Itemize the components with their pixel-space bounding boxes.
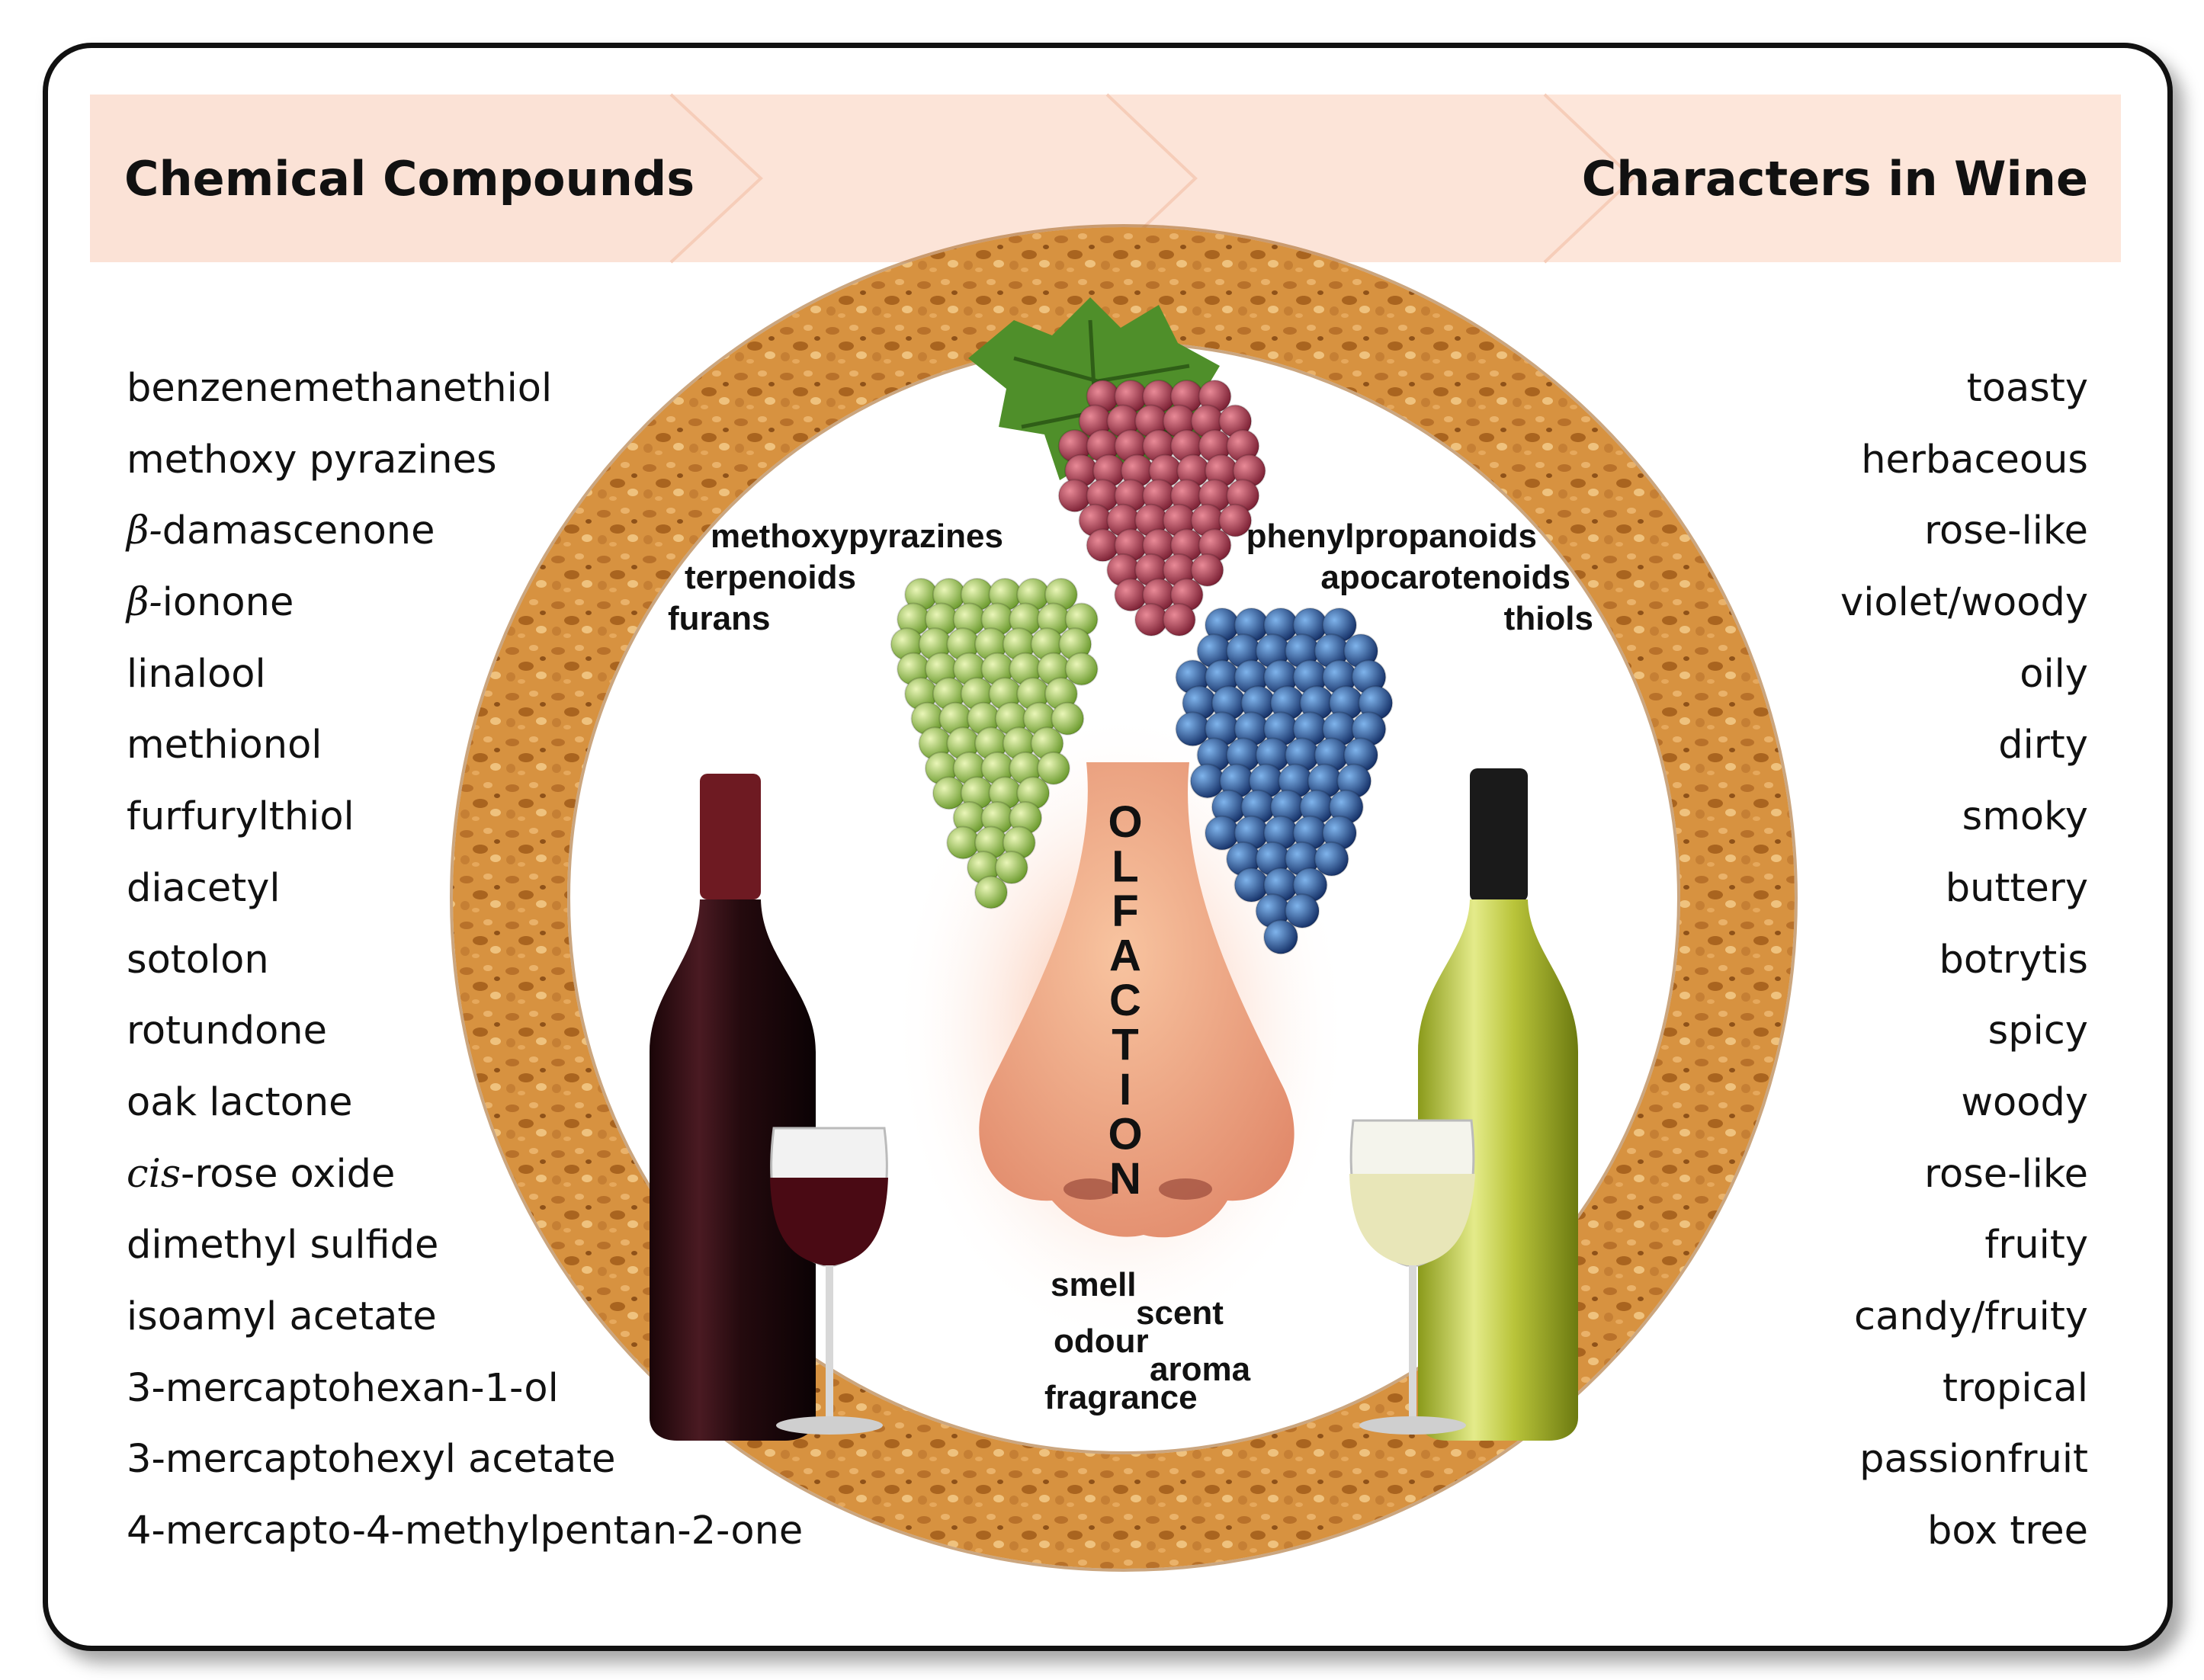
- compound-name: oak lactone: [127, 1079, 353, 1125]
- sense-scent: scent: [1136, 1294, 1224, 1332]
- compound-name: 4-mercapto-4-methylpentan-2-one: [127, 1508, 804, 1553]
- character-item: fruity: [1984, 1223, 2088, 1268]
- compound-item: oak lactone: [127, 1067, 935, 1139]
- compound-item: furfurylthiol: [127, 781, 935, 853]
- class-apocarotenoids: apocarotenoids: [1320, 559, 1570, 596]
- character-item: toasty: [1966, 366, 2088, 411]
- character-item: dirty: [1998, 723, 2088, 768]
- character-list: toasty herbaceous rose-like violet/woody oil…: [1631, 353, 2088, 1567]
- red-wine-bottle-icon: [650, 774, 816, 1441]
- character-item: herbaceous: [1861, 437, 2088, 483]
- character-item: tropical: [1942, 1365, 2088, 1411]
- compound-item: methoxy pyrazines: [127, 425, 935, 496]
- compound-name: methoxy pyrazines: [127, 437, 497, 483]
- compound-item: 4-mercapto-4-methylpentan-2-one: [127, 1496, 935, 1567]
- compound-item: cis-rose oxide: [127, 1139, 935, 1210]
- compound-item: linalool: [127, 639, 935, 710]
- compound-item: 3-mercaptohexyl acetate: [127, 1424, 935, 1496]
- character-item: violet/woody: [1840, 580, 2088, 626]
- cork-ring: [453, 227, 1795, 1569]
- red-grape-cluster-icon: [1057, 380, 1266, 636]
- class-terpenoids: terpenoids: [685, 559, 856, 596]
- compound-name: sotolon: [127, 937, 269, 983]
- compound-name: 3-mercaptohexan-1-ol: [127, 1365, 559, 1411]
- compound-name: dimethyl sulfide: [127, 1223, 439, 1268]
- compound-item: isoamyl acetate: [127, 1281, 935, 1353]
- compound-item: rotundone: [127, 995, 935, 1067]
- compound-name: methionol: [127, 723, 322, 768]
- sense-smell: smell: [1051, 1266, 1137, 1303]
- compound-name: isoamyl acetate: [127, 1294, 437, 1339]
- compound-item: 3-mercaptohexan-1-ol: [127, 1353, 935, 1425]
- compound-item: β-ionone: [127, 567, 935, 639]
- green-grape-cluster-icon: [890, 578, 1099, 909]
- compound-list: benzenemethanethiol methoxy pyrazines β-da…: [127, 353, 935, 1567]
- white-wine-glass-icon: [1349, 1119, 1475, 1435]
- compound-item: methionol: [127, 710, 935, 781]
- compound-item: benzenemethanethiol: [127, 353, 935, 425]
- sense-fragrance: fragrance: [1044, 1379, 1198, 1416]
- compound-prefix: cis: [127, 1151, 181, 1197]
- compound-name: linalool: [127, 651, 266, 697]
- header-chemical-compounds: Chemical Compounds: [124, 151, 695, 207]
- character-item: candy/fruity: [1854, 1294, 2088, 1339]
- character-item: passionfruit: [1859, 1437, 2088, 1483]
- nose-icon: [979, 762, 1294, 1238]
- compound-item: dimethyl sulfide: [127, 1210, 935, 1281]
- character-item: rose-like: [1924, 508, 2088, 554]
- sense-aroma: aroma: [1150, 1351, 1251, 1388]
- compound-name: rotundone: [127, 1008, 327, 1054]
- red-wine-glass-icon: [770, 1127, 888, 1435]
- compound-prefix: β-: [127, 508, 162, 554]
- class-phenylpropanoids: phenylpropanoids: [1246, 518, 1537, 555]
- character-item: woody: [1961, 1079, 2088, 1125]
- sense-odour: odour: [1054, 1323, 1149, 1360]
- character-item: buttery: [1945, 865, 2088, 911]
- class-methoxypyrazines: methoxypyrazines: [711, 518, 1003, 555]
- compound-prefix: β-: [127, 580, 162, 626]
- compound-name: 3-mercaptohexyl acetate: [127, 1437, 616, 1483]
- header-characters-in-wine: Characters in Wine: [1581, 151, 2088, 207]
- character-item: botrytis: [1939, 937, 2088, 983]
- class-thiols: thiols: [1504, 600, 1593, 637]
- compound-name: furfurylthiol: [127, 794, 355, 840]
- compound-name: diacetyl: [127, 865, 281, 911]
- character-item: rose-like: [1924, 1151, 2088, 1197]
- class-furans: furans: [668, 600, 770, 637]
- compound-name: ionone: [162, 580, 294, 626]
- compound-name: damascenone: [162, 508, 435, 554]
- compound-name: -rose oxide: [181, 1151, 396, 1197]
- character-item: box tree: [1927, 1508, 2088, 1553]
- blue-grape-cluster-icon: [1175, 608, 1394, 955]
- character-item: oily: [2020, 651, 2088, 697]
- compound-item: β-damascenone: [127, 495, 935, 567]
- compound-item: sotolon: [127, 925, 935, 996]
- compound-name: benzenemethanethiol: [127, 366, 553, 411]
- compound-item: diacetyl: [127, 853, 935, 925]
- character-item: spicy: [1987, 1008, 2088, 1054]
- white-wine-bottle-icon: [1418, 768, 1578, 1441]
- character-item: smoky: [1962, 794, 2088, 840]
